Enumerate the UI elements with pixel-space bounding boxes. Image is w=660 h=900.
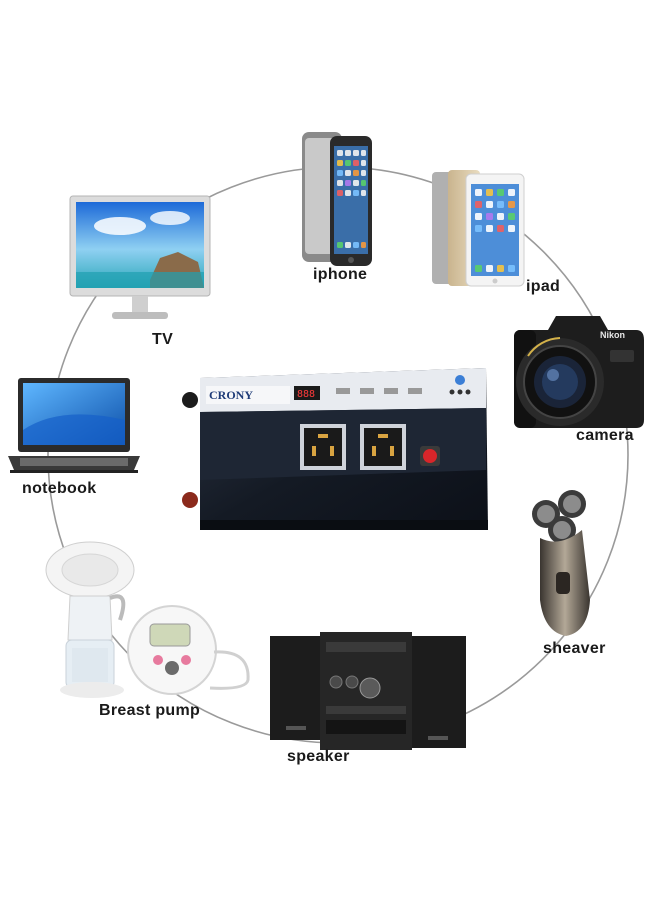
power-inverter-image: CRONY 888 <box>182 368 488 530</box>
inverter-brand: CRONY <box>209 388 253 402</box>
label-breast-pump: Breast pump <box>99 702 201 719</box>
speaker-image <box>270 632 466 750</box>
camera-image: Nikon <box>514 316 644 428</box>
label-ipad: ipad <box>526 278 561 295</box>
label-tv: TV <box>152 331 174 348</box>
label-camera: camera <box>576 427 634 444</box>
label-iphone: iphone <box>313 266 368 283</box>
label-shaver: sheaver <box>543 640 606 657</box>
tv-image <box>69 195 211 319</box>
notebook-image <box>8 378 140 473</box>
inverter-display: 888 <box>297 389 315 400</box>
iphone-image <box>302 132 372 266</box>
camera-brand: Nikon <box>600 330 625 340</box>
label-notebook: notebook <box>22 480 97 497</box>
breast-pump-image <box>45 541 250 698</box>
label-speaker: speaker <box>287 748 350 765</box>
shaver-image <box>532 490 590 636</box>
ipad-image <box>432 170 525 287</box>
